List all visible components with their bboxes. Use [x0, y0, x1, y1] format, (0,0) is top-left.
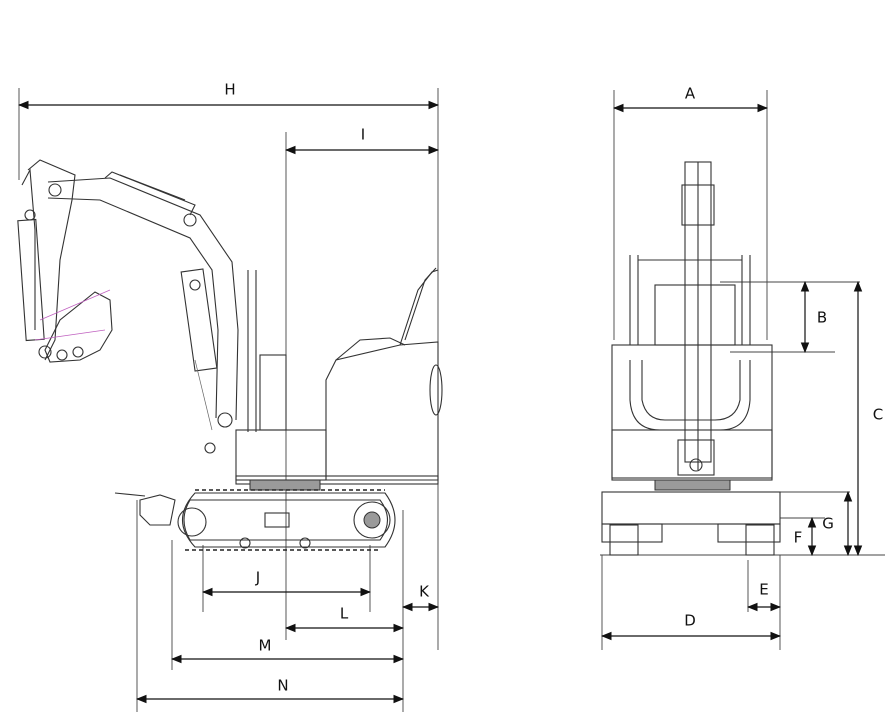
dimension-label-e: E — [759, 581, 768, 599]
dimension-lines: H I A B C G F E D J K L M N — [17, 81, 883, 704]
dimension-label-g: G — [822, 515, 834, 533]
front-body — [601, 161, 781, 556]
dimension-label-l: L — [340, 605, 349, 623]
dimension-label-b: B — [817, 309, 827, 327]
dimension-label-m: M — [259, 637, 272, 655]
dimension-label-j: J — [255, 569, 260, 587]
upper-structure — [235, 267, 443, 485]
dimension-label-f: F — [794, 529, 803, 547]
front-view — [600, 90, 885, 650]
dimension-label-i: I — [361, 126, 365, 144]
dimension-label-n: N — [277, 677, 288, 695]
dimension-label-k: K — [419, 583, 430, 601]
dimension-label-d: D — [684, 612, 696, 630]
track-undercarriage — [114, 479, 396, 551]
dimension-label-a: A — [685, 85, 696, 103]
dimension-label-h: H — [224, 81, 235, 99]
dimension-label-c: C — [873, 406, 883, 424]
side-view — [17, 88, 443, 712]
boom-arm — [17, 159, 239, 454]
